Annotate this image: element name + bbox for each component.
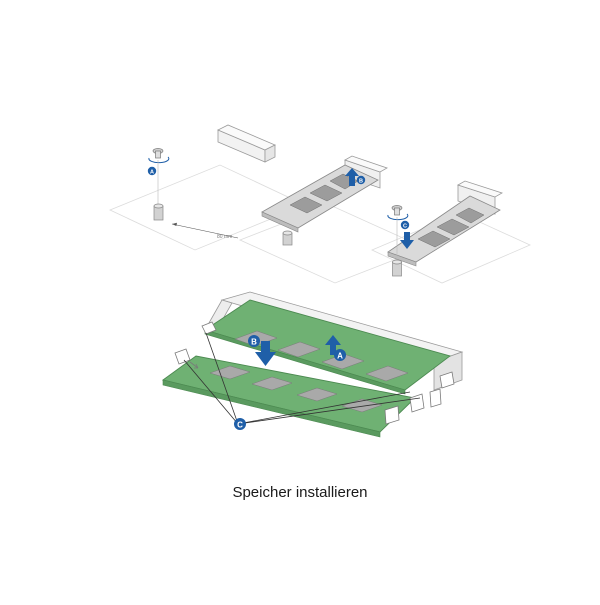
panel-m2-card-secure: C bbox=[371, 180, 531, 284]
panel-m2-card-lift: B bbox=[238, 155, 427, 284]
panel-m2-standoff: A 80 mm bbox=[109, 124, 306, 251]
callout-c-sodimm: C bbox=[234, 418, 246, 430]
callout-b-label: B bbox=[359, 178, 363, 184]
callout-b-panel2: B bbox=[356, 175, 366, 184]
measure-label: 80 mm bbox=[217, 234, 232, 240]
release-hint-arrow-icon bbox=[189, 361, 199, 369]
callout-a-label: A bbox=[337, 351, 343, 360]
panel-sodimm-install: B A C bbox=[161, 291, 464, 438]
rotate-arrow-icon bbox=[387, 213, 409, 221]
callout-a-label: A bbox=[150, 169, 154, 175]
lift-up-arrow-icon bbox=[325, 335, 341, 355]
standoff bbox=[392, 259, 402, 277]
m2-card bbox=[261, 164, 379, 233]
sodimm-chips-upper bbox=[234, 330, 409, 382]
callout-a-panel1: A bbox=[147, 166, 157, 175]
callout-b-label: B bbox=[251, 337, 257, 346]
standoff bbox=[282, 230, 293, 246]
measure-line bbox=[171, 222, 239, 239]
latch-clip-icon bbox=[174, 321, 455, 425]
callout-b-sodimm: B bbox=[248, 335, 260, 347]
rotate-arrow-icon bbox=[148, 156, 170, 164]
lift-up-arrow-icon bbox=[345, 168, 359, 186]
figure-caption: Speicher installieren bbox=[232, 484, 368, 501]
m2-slot-connector bbox=[217, 124, 276, 163]
screw-icon bbox=[152, 148, 164, 159]
push-down-arrow-icon bbox=[255, 341, 276, 366]
sodimm-module-lower bbox=[161, 355, 416, 438]
push-down-arrow-icon bbox=[400, 232, 414, 249]
callout-c-panel3: C bbox=[400, 220, 410, 229]
callout-c-label: C bbox=[403, 223, 407, 229]
m2-card-chips bbox=[417, 207, 485, 248]
m2-card bbox=[387, 195, 501, 267]
callout-a-sodimm: A bbox=[334, 349, 346, 361]
standoff bbox=[153, 203, 164, 221]
callout-c-label: C bbox=[237, 420, 243, 429]
callout-c-leader-lines bbox=[183, 332, 421, 425]
screw-icon bbox=[391, 205, 403, 216]
sodimm-chips-lower bbox=[209, 365, 383, 413]
